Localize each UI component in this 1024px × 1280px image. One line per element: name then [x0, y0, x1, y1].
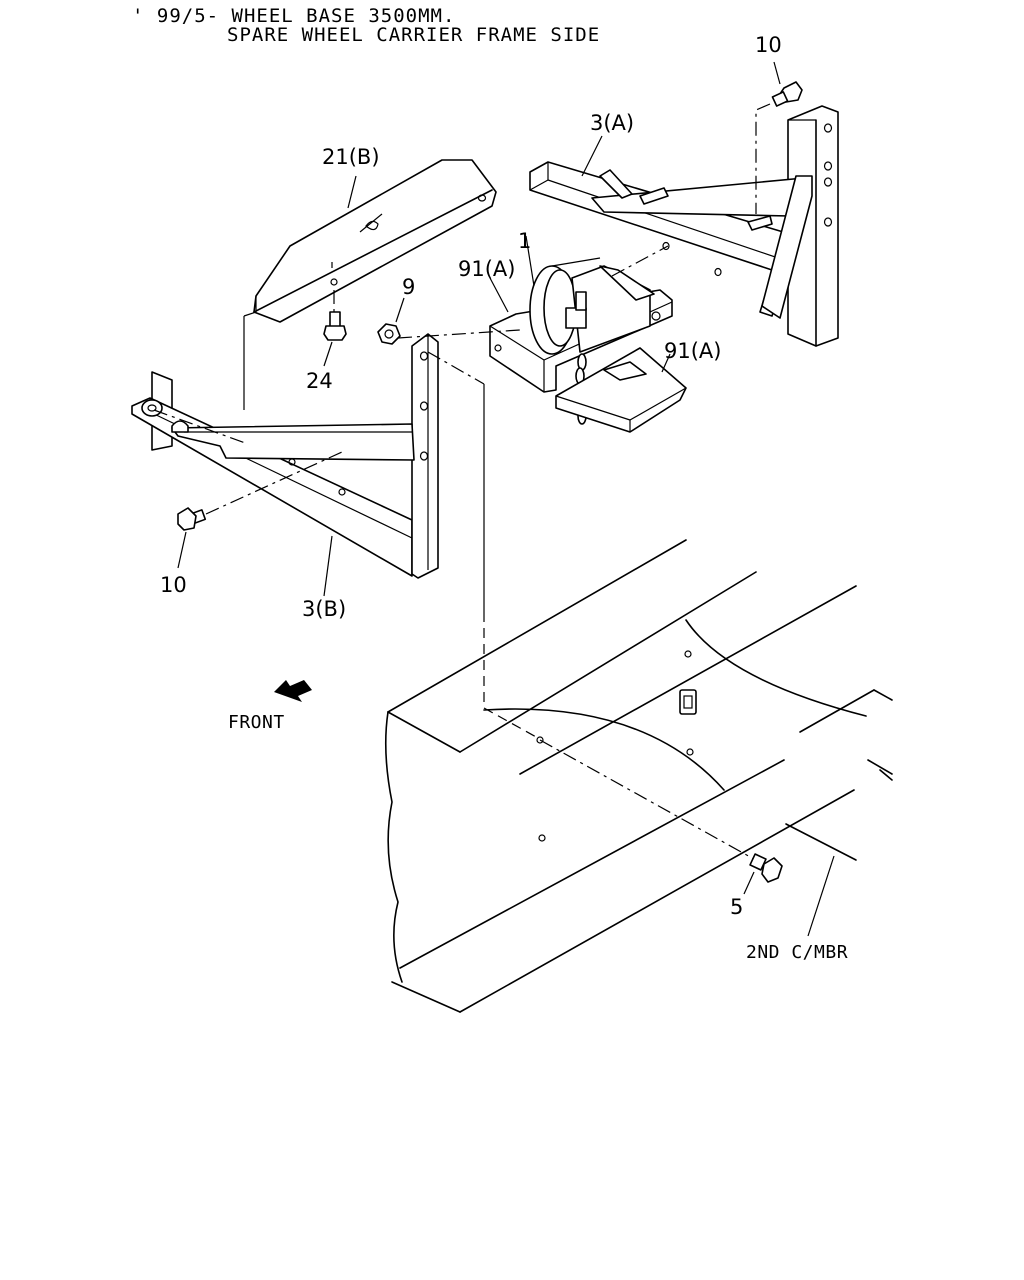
assembly-lines [153, 245, 771, 869]
arrow-down-left-icon [274, 680, 312, 702]
bracket-3b [131, 333, 439, 579]
callout-bracket-91a-left: 91(A) [458, 257, 515, 281]
callout-bolt-24: 24 [306, 369, 333, 393]
diagram-header: ' 99/5- WHEEL BASE 3500MM. SPARE WHEEL C… [132, 5, 600, 46]
callout-bolt-10-left: 10 [160, 573, 187, 597]
bolt-5 [743, 853, 835, 937]
bolt-24 [323, 311, 347, 367]
bolt-10-top [755, 61, 803, 214]
callout-bracket-91a-right: 91(A) [664, 339, 721, 363]
frame-crossmember [384, 539, 893, 1013]
callout-nut-9: 9 [402, 275, 415, 299]
callout-bracket-3b: 3(B) [302, 597, 346, 621]
plate-21b [253, 159, 497, 323]
callout-bracket-3a: 3(A) [590, 111, 634, 135]
bracket-91a-right [555, 347, 687, 433]
leader-lines [323, 135, 603, 597]
front-indicator: FRONT [228, 680, 312, 733]
callouts: 10 3(A) 21(B) 1 91(A) 9 91(A) 24 10 3(B)… [160, 33, 848, 963]
callout-bolt-5: 5 [730, 895, 743, 919]
callout-plate-21b: 21(B) [322, 145, 380, 169]
bolt-10-left [177, 507, 207, 569]
frame-label: 2ND C/MBR [746, 942, 848, 963]
header-line-1: ' 99/5- WHEEL BASE 3500MM. [132, 5, 455, 27]
nut-9 [377, 297, 405, 345]
callout-winch-1: 1 [518, 229, 531, 253]
callout-bolt-10-top: 10 [755, 33, 782, 57]
front-label: FRONT [228, 712, 285, 733]
header-line-2: SPARE WHEEL CARRIER FRAME SIDE [227, 24, 600, 46]
